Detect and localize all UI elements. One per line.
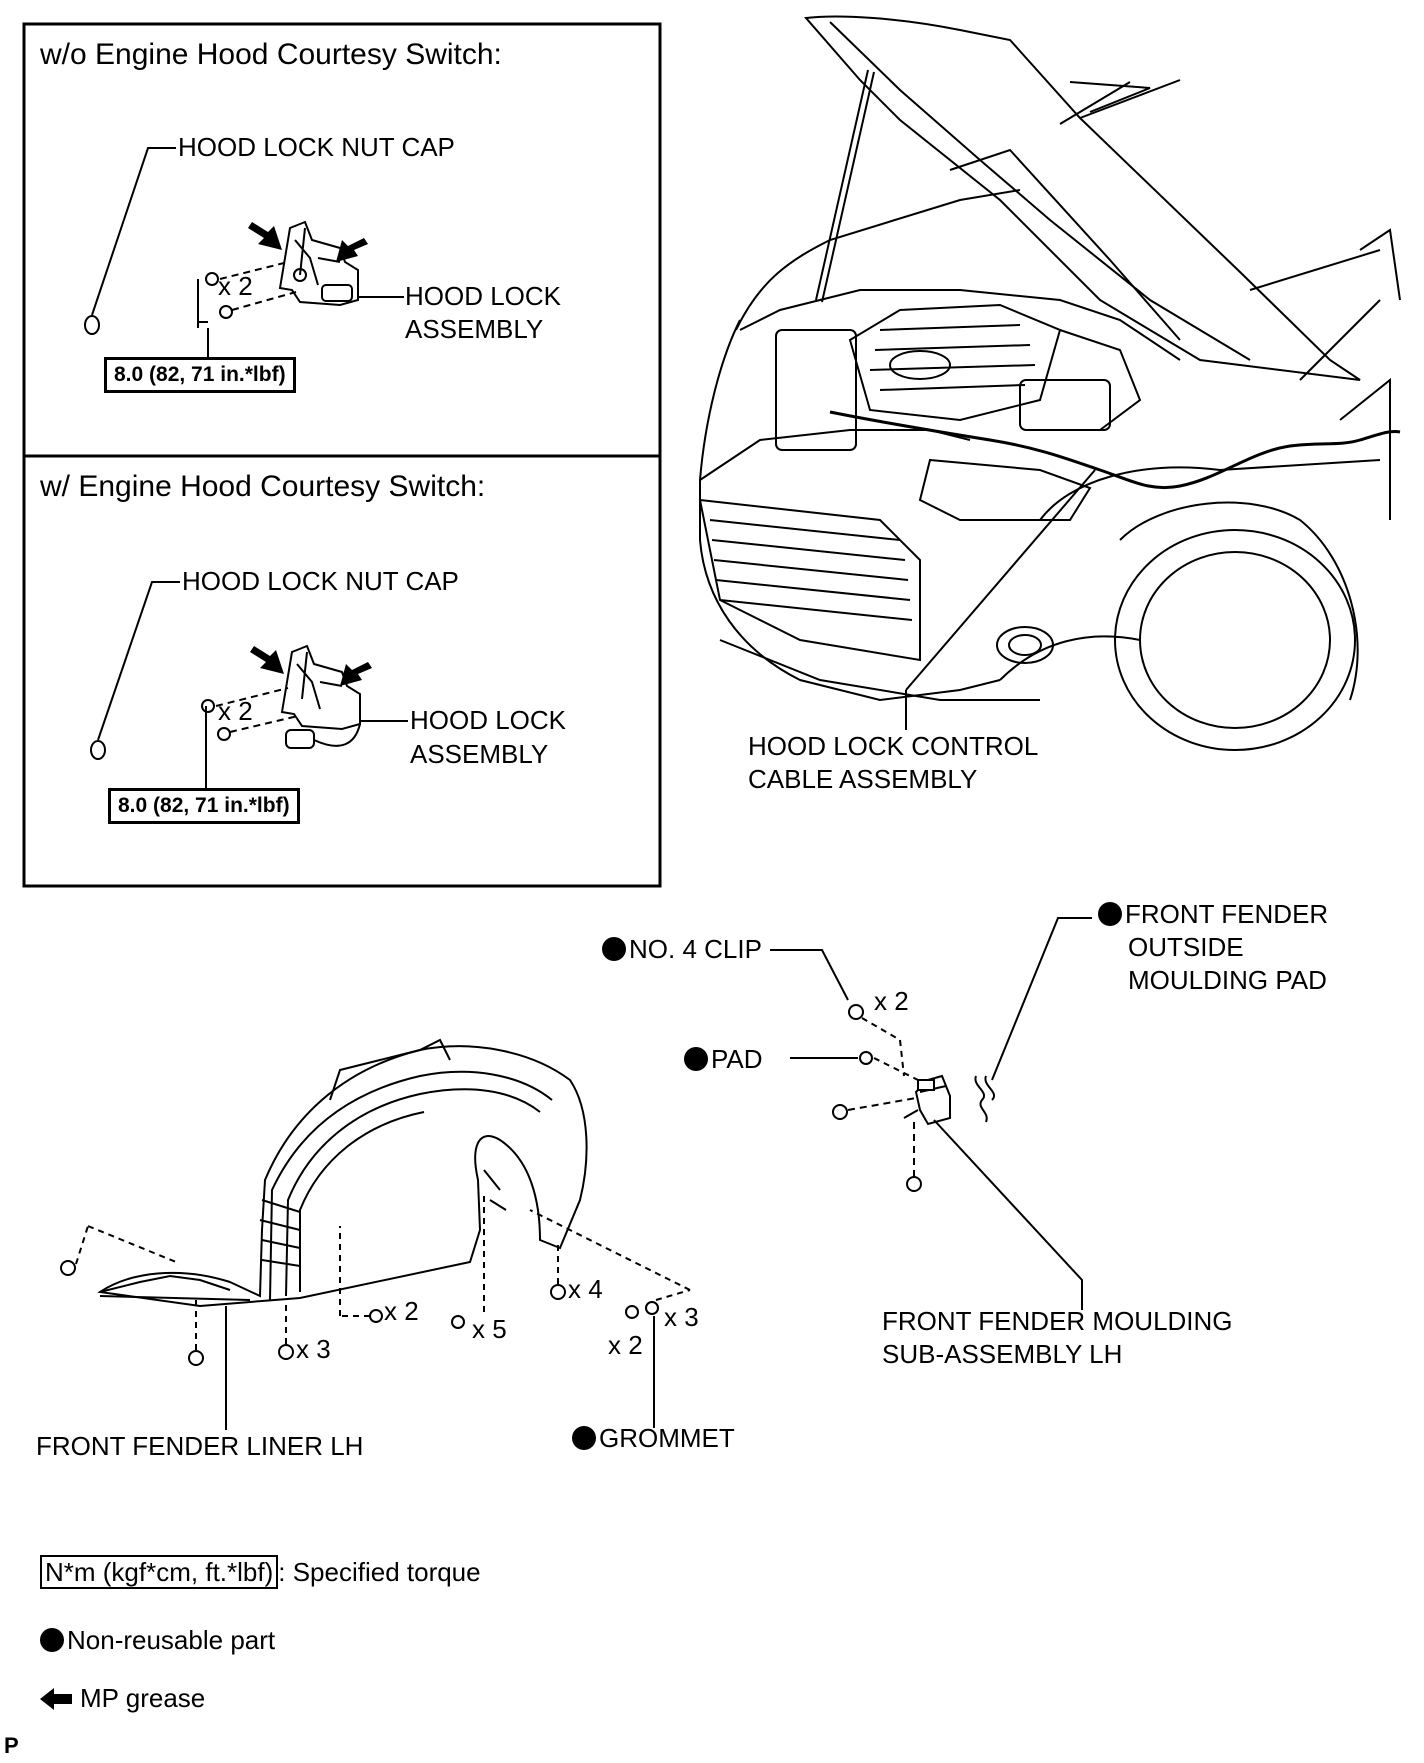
cable-assembly-label-2: CABLE ASSEMBLY — [748, 764, 978, 794]
grommet-text: GROMMET — [599, 1423, 735, 1453]
clip-fasteners — [770, 949, 922, 1192]
bolt-qty-label-2: x 2 — [218, 696, 253, 726]
panel-title-with-switch: w/ Engine Hood Courtesy Switch: — [40, 470, 486, 503]
corner-mark: P — [4, 1733, 19, 1758]
liner-qty-label-e: x 2 — [608, 1330, 643, 1360]
outside-pad-label: FRONT FENDER — [1098, 898, 1328, 930]
hood-lock-nut-cap-label-2: HOOD LOCK NUT CAP — [182, 566, 459, 596]
vehicle-drawing — [698, 15, 1401, 751]
liner-qty-label-a: x 2 — [384, 1296, 419, 1326]
hood-lock-assembly-label-4: ASSEMBLY — [410, 739, 549, 769]
grommet-label: GROMMET — [572, 1422, 735, 1454]
pad-label: PAD — [684, 1043, 763, 1075]
hood-lock-assembly-label-3: HOOD LOCK — [410, 705, 567, 735]
clip-qty-label: x 2 — [874, 986, 909, 1016]
hood-lock-assembly-label: HOOD LOCK — [405, 281, 562, 311]
liner-qty-label-d: x 3 — [296, 1334, 331, 1364]
moulding-leader — [933, 1119, 1083, 1310]
non-reusable-icon-3 — [1098, 902, 1122, 926]
no4-clip-text: NO. 4 CLIP — [629, 934, 762, 964]
torque-spec-box-2: 8.0 (82, 71 in.*lbf) — [108, 788, 300, 824]
grease-arrow-icon-2 — [250, 646, 372, 686]
fender-liner-part — [97, 1038, 588, 1308]
panel-title-without-switch: w/o Engine Hood Courtesy Switch: — [40, 38, 502, 71]
liner-qty-label-b: x 5 — [472, 1314, 507, 1344]
hood-lock-assembly-label-2: ASSEMBLY — [405, 314, 544, 344]
legend-nonreusable: Non-reusable part — [40, 1624, 275, 1656]
legend-torque-box: N*m (kgf*cm, ft.*lbf) — [40, 1555, 279, 1589]
legend-grease-text: MP grease — [80, 1683, 206, 1713]
outside-pad-label-3: MOULDING PAD — [1128, 965, 1327, 995]
fender-liner-label: FRONT FENDER LINER LH — [36, 1431, 364, 1461]
liner-qty-label-f: x 3 — [664, 1302, 699, 1332]
liner-fasteners — [60, 1196, 691, 1366]
non-reusable-icon-4 — [572, 1426, 596, 1450]
hood-lock-part-1 — [84, 147, 404, 358]
cable-assembly-label: HOOD LOCK CONTROL — [748, 731, 1039, 761]
non-reusable-icon-2 — [684, 1047, 708, 1071]
outside-pad-text: FRONT FENDER — [1125, 899, 1329, 929]
grease-legend-arrow-icon — [40, 1688, 72, 1710]
legend-nonreusable-text: Non-reusable part — [67, 1625, 276, 1655]
legend-grease: MP grease — [40, 1682, 205, 1714]
legend-torque-text: : Specified torque — [278, 1557, 481, 1587]
outside-moulding-pad — [974, 1075, 995, 1123]
grease-arrow-icon — [248, 222, 368, 262]
torque-spec-box: 8.0 (82, 71 in.*lbf) — [104, 357, 296, 393]
fender-moulding-part — [903, 1074, 951, 1126]
liner-qty-label-c: x 4 — [568, 1274, 603, 1304]
non-reusable-legend-icon — [40, 1628, 64, 1652]
outside-pad-label-2: OUTSIDE — [1128, 932, 1244, 962]
bolt-qty-label: x 2 — [218, 271, 253, 301]
pad-text: PAD — [711, 1044, 763, 1074]
moulding-sub-assembly-label: FRONT FENDER MOULDING — [882, 1306, 1233, 1336]
moulding-sub-assembly-label-2: SUB-ASSEMBLY LH — [882, 1339, 1123, 1369]
hood-lock-part-2 — [90, 581, 408, 790]
hood-lock-nut-cap-label: HOOD LOCK NUT CAP — [178, 132, 455, 162]
hood-lock-cable — [829, 410, 1401, 490]
non-reusable-icon — [602, 937, 626, 961]
legend-torque: N*m (kgf*cm, ft.*lbf): Specified torque — [40, 1555, 481, 1589]
no4-clip-label: NO. 4 CLIP — [602, 933, 762, 965]
